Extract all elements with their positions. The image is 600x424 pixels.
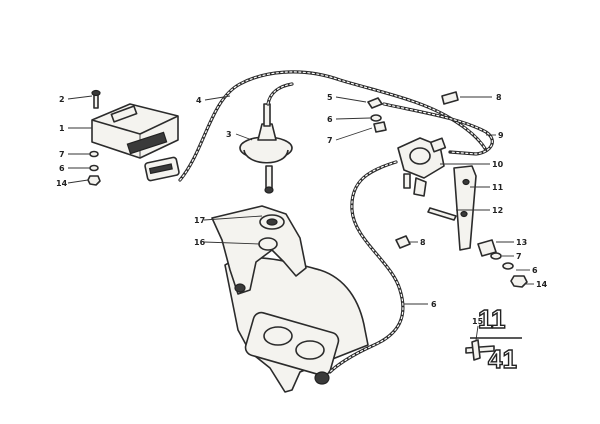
- callout-11: 11: [492, 183, 504, 192]
- mounting-plate: [453, 165, 477, 251]
- washer-7-left: [89, 150, 99, 158]
- washer-6-right: [502, 262, 514, 270]
- callout-6-left: 6: [59, 164, 65, 173]
- callout-7-left: 7: [59, 150, 65, 159]
- callout-5: 5: [327, 93, 333, 102]
- solenoid-valve: [397, 137, 447, 197]
- callout-6-lower: 6: [431, 300, 437, 309]
- callout-6-right: 6: [532, 266, 538, 275]
- vacuum-hose-9: [382, 102, 494, 156]
- callout-9: 9: [498, 131, 504, 140]
- callout-15: 15: [472, 317, 484, 326]
- reference-bottom: 41: [488, 344, 517, 374]
- fitting-5: [367, 97, 383, 109]
- callout-7-mid: 7: [327, 136, 333, 145]
- clip-8-top: [441, 91, 459, 105]
- reference-top: 11: [478, 304, 506, 334]
- vacuum-hose-6: [328, 160, 405, 374]
- vacuum-hose-upper: [266, 82, 294, 106]
- callout-8-top: 8: [496, 93, 502, 102]
- leader-lines: [67, 95, 534, 341]
- callout-12: 12: [492, 206, 503, 215]
- callout-17: 17: [194, 216, 205, 225]
- sleeve-13: [477, 239, 497, 257]
- callout-16: 16: [194, 238, 206, 247]
- washer-7-right: [490, 252, 502, 260]
- control-unit: [91, 103, 179, 159]
- callout-1: 1: [59, 124, 65, 133]
- callout-8-mid: 8: [420, 238, 426, 247]
- nut-14-right: [510, 275, 528, 288]
- screw-left: [91, 89, 101, 109]
- callout-6-mid: 6: [327, 115, 333, 124]
- callout-13: 13: [516, 238, 527, 247]
- clip-8-mid: [395, 235, 411, 249]
- fitting-6: [370, 114, 382, 122]
- callout-7-right: 7: [516, 252, 522, 261]
- callout-14-right: 14: [536, 280, 548, 289]
- bolt-12: [427, 207, 457, 221]
- bolt-15: [465, 339, 495, 361]
- callout-14-left: 14: [56, 179, 68, 188]
- connector-plug: [144, 156, 180, 182]
- reference-number: 11 41: [470, 303, 522, 375]
- vacuum-unit: [239, 103, 293, 194]
- fitting-7: [373, 121, 387, 133]
- callouts: 2 1 7 6 14 4 3 5 6 7 8 9 10 11 12 13 7 6…: [56, 93, 548, 326]
- callout-10: 10: [492, 160, 504, 169]
- intake-manifold: [224, 257, 369, 393]
- callout-4: 4: [196, 96, 202, 105]
- nut-14-left: [87, 175, 101, 186]
- callout-2: 2: [59, 95, 65, 104]
- callout-3: 3: [226, 130, 232, 139]
- washer-6-left: [89, 164, 99, 172]
